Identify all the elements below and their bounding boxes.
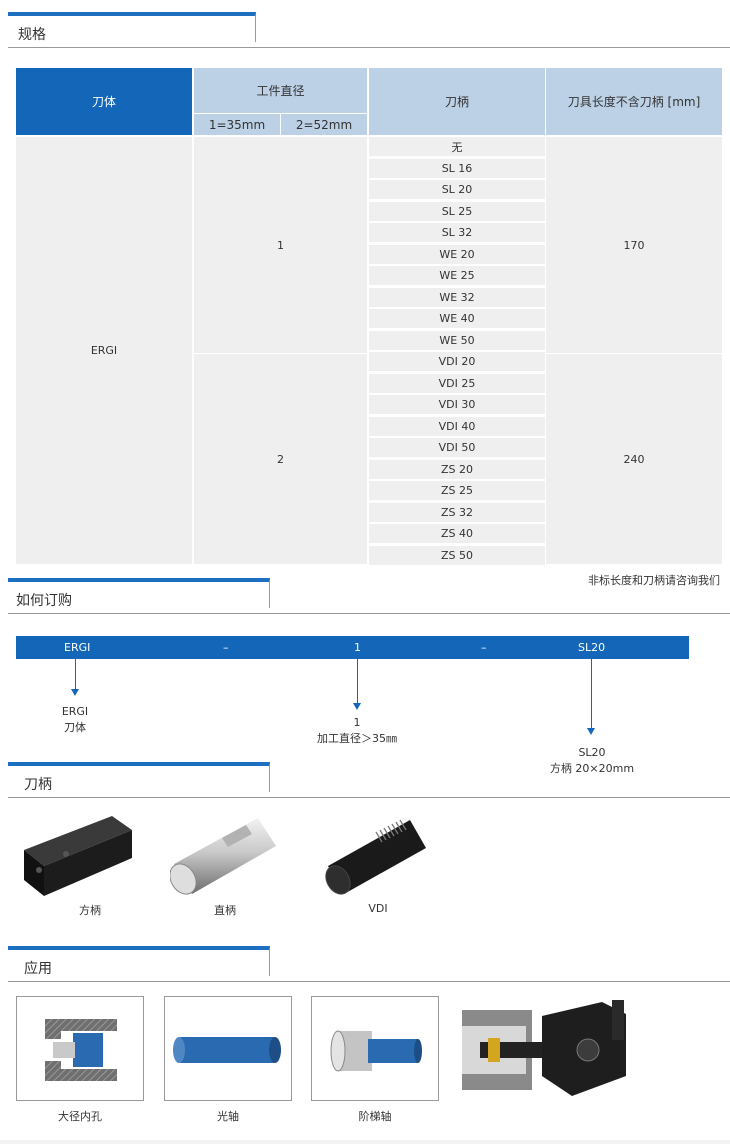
- shank-row: WE 40: [369, 309, 545, 330]
- application-image-bore: [16, 996, 144, 1101]
- application-caption-stepped-shaft: 阶梯轴: [358, 1110, 392, 1123]
- section-divider: [8, 47, 730, 48]
- round-shank-image: [170, 818, 276, 895]
- cell-length-2: 240: [546, 354, 722, 564]
- order-connector-line: [75, 659, 76, 689]
- shank-row: VDI 20: [369, 352, 545, 373]
- section-tab: [8, 762, 270, 792]
- application-image-stepped-shaft: [311, 996, 439, 1101]
- arrow-down-icon: [353, 703, 361, 710]
- application-caption-bore: 大径内孔: [58, 1110, 102, 1123]
- order-part-shank: SL20: [578, 641, 606, 654]
- section-header-order: 如何订购: [8, 578, 730, 614]
- shank-row: VDI 30: [369, 395, 545, 416]
- order-code-bar: ERGI – 1 – SL20: [16, 636, 689, 659]
- order-connector-line: [357, 659, 358, 703]
- shank-row: WE 25: [369, 266, 545, 287]
- arrow-down-icon: [587, 728, 595, 735]
- order-label-body: ERGI 刀体: [61, 705, 89, 734]
- shank-caption-square: 方柄: [79, 904, 101, 917]
- application-image-tool-in-use: [462, 1000, 626, 1096]
- section-title: 规格: [18, 27, 46, 43]
- cell-diameter-2: 2: [194, 354, 367, 564]
- page-bottom-band: [0, 1140, 730, 1144]
- shank-caption-vdi: VDI: [368, 902, 388, 915]
- order-label-diameter: 1 加工直径＞35㎜: [317, 716, 397, 745]
- order-connector-line: [591, 659, 592, 728]
- section-header-shank: 刀柄: [8, 762, 730, 798]
- shank-row: WE 20: [369, 244, 545, 265]
- order-label-shank: SL20 方柄 20×20mm: [549, 746, 635, 775]
- shank-row: WE 50: [369, 330, 545, 351]
- section-title: 如何订购: [16, 593, 72, 609]
- shank-row: SL 20: [369, 180, 545, 201]
- shank-caption-round: 直柄: [214, 904, 236, 917]
- shank-row: SL 25: [369, 201, 545, 222]
- cell-body-value: ERGI: [16, 137, 192, 564]
- shank-row: ZS 25: [369, 481, 545, 502]
- shank-row: VDI 40: [369, 416, 545, 437]
- header-length: 刀具长度不含刀柄 [mm]: [546, 68, 722, 135]
- order-part-diameter: 1: [354, 641, 361, 654]
- header-wp-sub2: 2=52mm: [281, 114, 367, 135]
- shank-row: ZS 32: [369, 502, 545, 523]
- section-tab: [8, 12, 256, 42]
- header-body: 刀体: [16, 68, 192, 135]
- order-part-body: ERGI: [64, 641, 91, 654]
- shank-row: SL 32: [369, 223, 545, 244]
- section-tab: [8, 578, 270, 608]
- order-separator: –: [223, 641, 229, 654]
- header-workpiece: 工件直径: [194, 68, 367, 113]
- shank-row: VDI 25: [369, 373, 545, 394]
- header-wp-sub1: 1=35mm: [194, 114, 280, 135]
- shank-row: VDI 50: [369, 438, 545, 459]
- shank-row: ZS 20: [369, 459, 545, 480]
- section-header-application: 应用: [8, 946, 730, 982]
- section-divider: [8, 797, 730, 798]
- order-separator: –: [481, 641, 487, 654]
- square-shank-image: [24, 816, 132, 896]
- table-note: 非标长度和刀柄请咨询我们: [588, 574, 720, 587]
- cell-diameter-1: 1: [194, 137, 367, 353]
- section-title: 刀柄: [24, 777, 52, 793]
- section-title: 应用: [24, 961, 52, 977]
- shank-row: 无: [369, 137, 545, 158]
- section-header-spec: 规格: [8, 12, 730, 48]
- shank-row: SL 16: [369, 158, 545, 179]
- header-shank: 刀柄: [369, 68, 545, 135]
- application-caption-shaft: 光轴: [217, 1110, 239, 1123]
- cell-length-1: 170: [546, 137, 722, 353]
- section-divider: [8, 981, 730, 982]
- shank-row: WE 32: [369, 287, 545, 308]
- shank-row: ZS 50: [369, 545, 545, 565]
- application-image-shaft: [164, 996, 292, 1101]
- arrow-down-icon: [71, 689, 79, 696]
- shank-row: ZS 40: [369, 524, 545, 545]
- vdi-shank-image: [325, 819, 426, 895]
- section-divider: [8, 613, 730, 614]
- section-tab: [8, 946, 270, 976]
